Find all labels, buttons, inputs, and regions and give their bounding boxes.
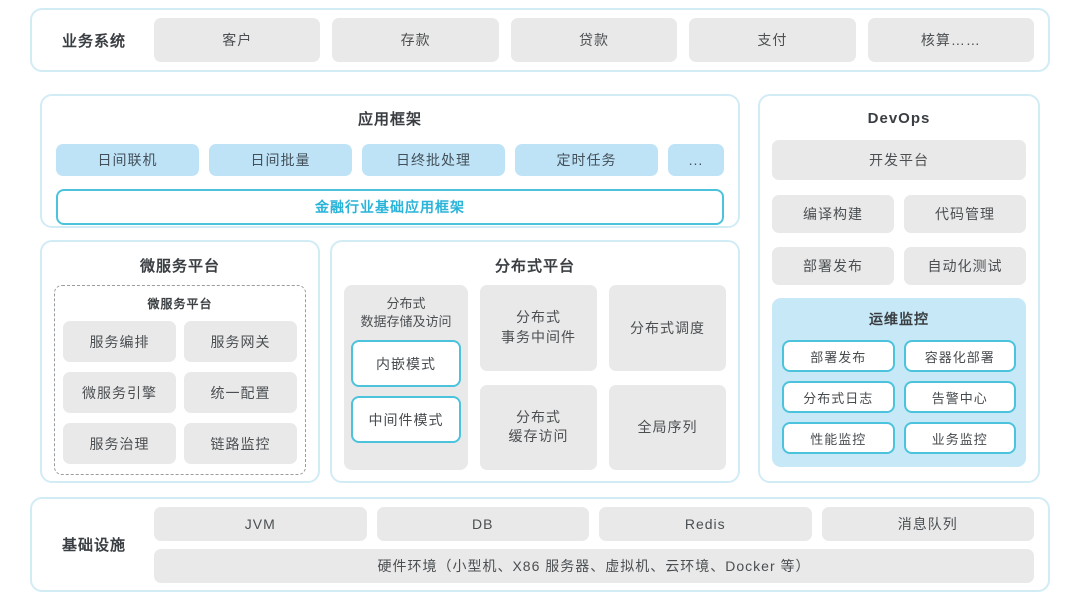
box-compile-build: 编译构建 [772, 195, 894, 233]
box-service-orchestration: 服务编排 [63, 321, 176, 362]
box-deposit: 存款 [332, 18, 499, 62]
distributed-col-right: 分布式调度 全局序列 [609, 285, 726, 470]
box-db: DB [376, 506, 589, 541]
box-deploy-release: 部署发布 [772, 247, 894, 285]
box-alert-center: 告警中心 [903, 381, 1016, 413]
microservice-platform-panel: 微服务平台 微服务平台 服务编排 服务网关 微服务引擎 统一配置 服务治理 链路… [40, 240, 320, 483]
box-dev-platform: 开发平台 [772, 140, 1026, 180]
box-distributed-scheduling: 分布式调度 [609, 285, 726, 371]
distributed-body: 分布式 数据存储及访问 内嵌模式 中间件模式 分布式 事务中间件 分布式 缓存访… [344, 285, 726, 470]
box-daytime-online: 日间联机 [56, 144, 199, 176]
infrastructure-label: 基础设施 [61, 537, 126, 554]
box-redis: Redis [599, 506, 812, 541]
box-distributed-cache: 分布式 缓存访问 [480, 384, 597, 470]
box-daytime-batch: 日间批量 [209, 144, 352, 176]
box-global-sequence: 全局序列 [609, 384, 726, 470]
microservice-dashed-group: 微服务平台 服务编排 服务网关 微服务引擎 统一配置 服务治理 链路监控 [54, 285, 306, 475]
infrastructure-row: JVM DB Redis 消息队列 [154, 506, 1034, 541]
box-scheduled-task: 定时任务 [515, 144, 658, 176]
microservice-platform-title: 微服务平台 [139, 258, 220, 275]
ops-monitoring-grid: 部署发布 容器化部署 分布式日志 告警中心 性能监控 业务监控 [782, 340, 1016, 454]
box-automated-testing: 自动化测试 [904, 247, 1026, 285]
box-message-queue: 消息队列 [821, 506, 1034, 541]
app-framework-panel: 应用框架 日间联机 日间批量 日终批处理 定时任务 ... 金融行业基础应用框架 [40, 94, 740, 228]
box-distributed-transaction: 分布式 事务中间件 [480, 285, 597, 371]
box-base-framework: 金融行业基础应用框架 [56, 189, 724, 225]
box-embedded-mode: 内嵌模式 [351, 340, 461, 388]
box-customer: 客户 [154, 18, 321, 62]
distributed-platform-panel: 分布式平台 分布式 数据存储及访问 内嵌模式 中间件模式 分布式 事务中间件 分… [330, 240, 740, 483]
box-performance-monitor: 性能监控 [782, 422, 895, 454]
app-framework-title: 应用框架 [357, 111, 422, 128]
box-payment: 支付 [689, 18, 856, 62]
box-trace-monitor: 链路监控 [184, 423, 297, 464]
ops-monitoring-panel: 运维监控 部署发布 容器化部署 分布式日志 告警中心 性能监控 业务监控 [772, 298, 1026, 467]
box-jvm: JVM [154, 506, 367, 541]
box-hardware-environment: 硬件环境（小型机、X86 服务器、虚拟机、云环境、Docker 等） [154, 548, 1034, 583]
distributed-storage-label: 分布式 数据存储及访问 [360, 296, 452, 330]
distributed-col-middle: 分布式 事务中间件 分布式 缓存访问 [480, 285, 597, 470]
box-business-monitor: 业务监控 [903, 422, 1016, 454]
box-microservice-engine: 微服务引擎 [63, 372, 176, 413]
box-code-management: 代码管理 [904, 195, 1026, 233]
box-loan: 贷款 [510, 18, 678, 62]
box-eod-batch: 日终批处理 [362, 144, 505, 176]
microservice-grid: 服务编排 服务网关 微服务引擎 统一配置 服务治理 链路监控 [63, 321, 297, 464]
box-ops-deploy-release: 部署发布 [782, 340, 895, 372]
devops-tools-grid: 编译构建 代码管理 部署发布 自动化测试 [772, 195, 1026, 285]
infrastructure-panel: 基础设施 JVM DB Redis 消息队列 硬件环境（小型机、X86 服务器、… [30, 497, 1050, 592]
box-service-governance: 服务治理 [63, 423, 176, 464]
microservice-inner-title: 微服务平台 [147, 297, 213, 311]
box-middleware-mode: 中间件模式 [351, 396, 461, 444]
devops-panel: DevOps 开发平台 编译构建 代码管理 部署发布 自动化测试 运维监控 部署… [758, 94, 1040, 483]
box-more-ellipsis: ... [668, 144, 724, 176]
devops-title: DevOps [867, 110, 931, 127]
ops-monitoring-title: 运维监控 [869, 311, 929, 327]
box-containerized-deploy: 容器化部署 [903, 340, 1016, 372]
business-systems-label: 业务系统 [61, 32, 126, 50]
box-service-gateway: 服务网关 [184, 321, 297, 362]
infrastructure-body: JVM DB Redis 消息队列 硬件环境（小型机、X86 服务器、虚拟机、云… [154, 506, 1034, 583]
box-accounting-etc: 核算…… [867, 18, 1035, 62]
distributed-platform-title: 分布式平台 [494, 258, 575, 275]
box-distributed-log: 分布式日志 [782, 381, 895, 413]
app-framework-row: 日间联机 日间批量 日终批处理 定时任务 ... [56, 144, 724, 176]
box-distributed-storage: 分布式 数据存储及访问 内嵌模式 中间件模式 [344, 285, 468, 470]
business-systems-panel: 业务系统 客户 存款 贷款 支付 核算…… [30, 8, 1050, 72]
box-unified-config: 统一配置 [184, 372, 297, 413]
